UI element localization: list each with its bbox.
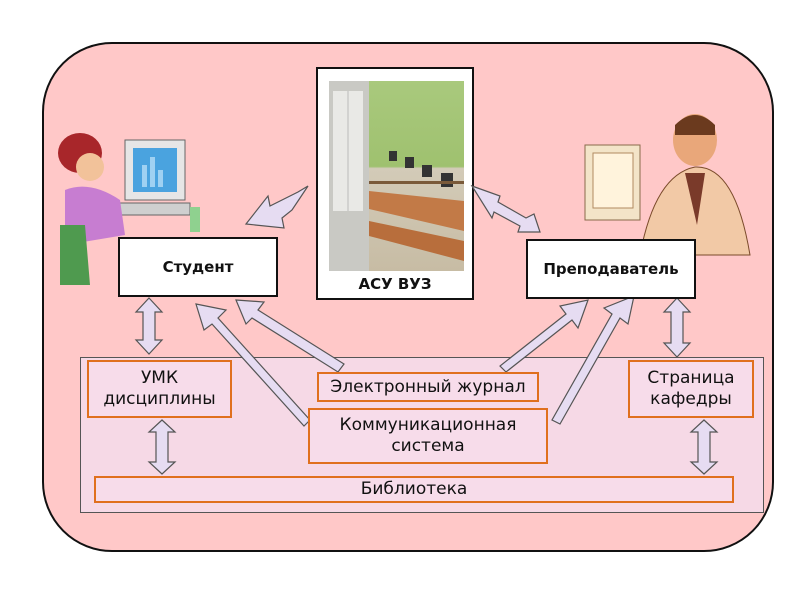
asu-vuz-caption: АСУ ВУЗ (358, 275, 432, 293)
arrow-teacher-asu (470, 184, 541, 233)
arrow-umk-library (147, 419, 177, 475)
arrow-student-comm (195, 303, 311, 427)
arrow-student-ejournal (235, 299, 345, 373)
arrow-student-umk (134, 297, 164, 355)
comm-box: Коммуникационная система (308, 408, 548, 464)
umk-box: УМК дисциплины (87, 360, 232, 418)
teacher-box: Преподаватель (526, 239, 696, 299)
arrow-teacher-ejournal (499, 299, 589, 373)
arrow-student-asu (244, 185, 309, 229)
dept-page-box: Страница кафедры (628, 360, 754, 418)
classroom-photo-drawing (329, 81, 464, 271)
student-box: Студент (118, 237, 278, 297)
library-box: Библиотека (94, 476, 734, 503)
arrow-dept-library (689, 419, 719, 475)
ejournal-box: Электронный журнал (317, 372, 539, 402)
arrow-teacher-dept (662, 297, 692, 358)
teacher-at-computer-icon (584, 105, 760, 265)
arrow-teacher-comm (551, 295, 635, 425)
student-at-computer-icon (50, 125, 205, 290)
classroom-photo (329, 81, 464, 271)
